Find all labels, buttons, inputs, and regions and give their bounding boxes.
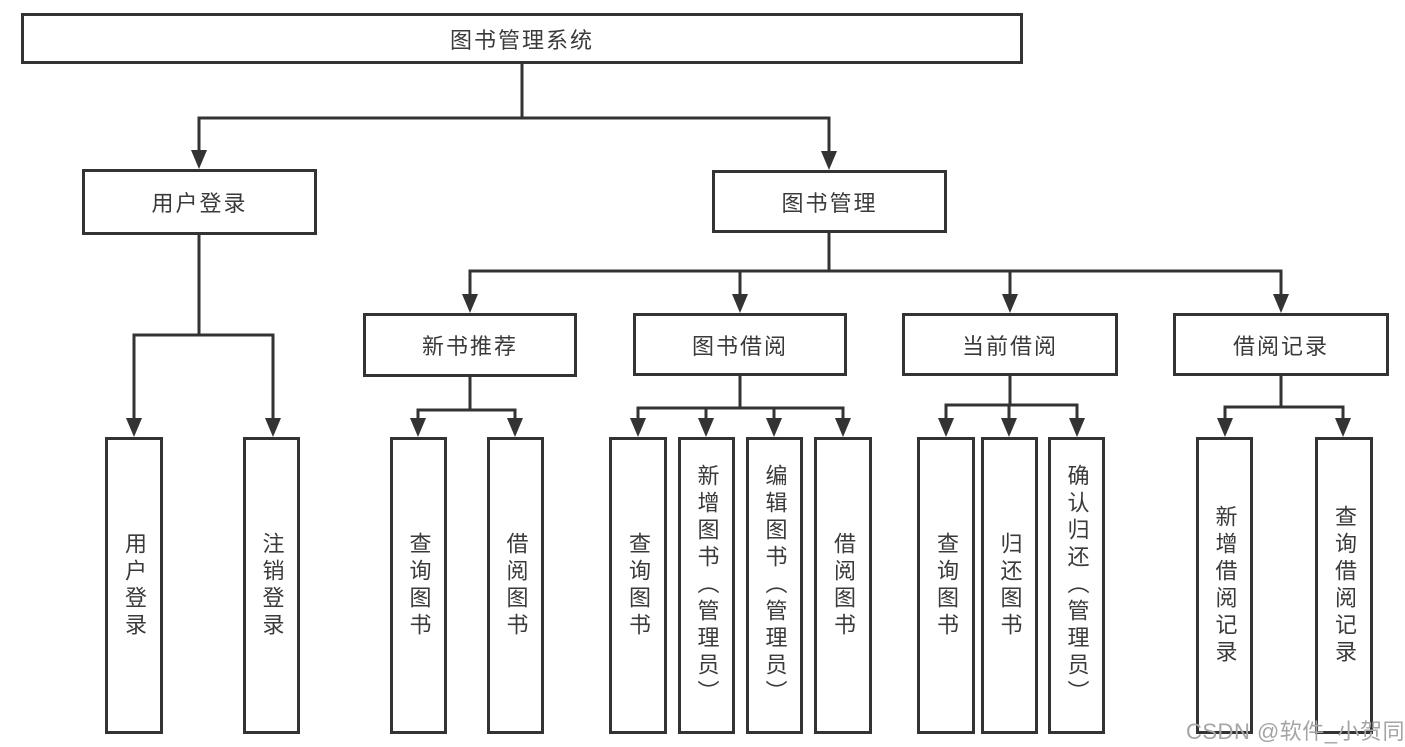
leaf-newbooks-borrow-books: 借阅图书 [487, 437, 544, 734]
leaf-borrowing-add-books-admin: 新增图书（管理员） [678, 437, 735, 734]
node-borrowing-records: 借阅记录 [1173, 313, 1389, 376]
csdn-watermark: CSDN @软件_小贺同学 [1186, 719, 1405, 744]
leaf-current-confirm-return-admin: 确认归还（管理员） [1048, 437, 1105, 734]
leaf-logout: 注销登录 [243, 437, 300, 734]
leaf-borrowing-borrow-books: 借阅图书 [814, 437, 872, 734]
node-book-borrowing: 图书借阅 [633, 313, 847, 376]
leaf-records-add-record: 新增借阅记录 [1196, 437, 1253, 734]
leaf-borrowing-edit-books-admin: 编辑图书（管理员） [746, 437, 803, 734]
node-root: 图书管理系统 [21, 13, 1023, 64]
leaf-records-query-record: 查询借阅记录 [1315, 437, 1373, 734]
node-user-login: 用户登录 [82, 169, 317, 235]
leaf-newbooks-query-books: 查询图书 [390, 437, 447, 734]
node-new-book-recommend: 新书推荐 [363, 313, 577, 377]
node-current-borrowing: 当前借阅 [902, 313, 1118, 376]
arrowheads [126, 150, 1351, 437]
leaf-current-return-books: 归还图书 [981, 437, 1038, 734]
leaf-borrowing-query-books: 查询图书 [609, 437, 667, 734]
node-book-management: 图书管理 [712, 170, 947, 233]
leaf-current-query-books: 查询图书 [917, 437, 975, 734]
leaf-user-login: 用户登录 [105, 437, 163, 734]
